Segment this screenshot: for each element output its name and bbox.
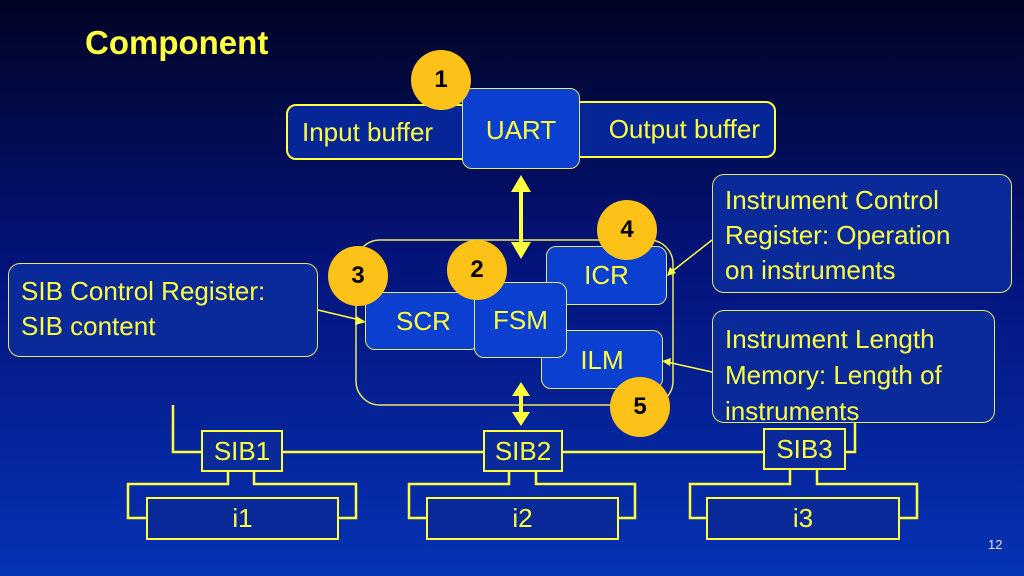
sib3-block: SIB3	[763, 428, 846, 470]
scr-block: SCR	[365, 292, 480, 350]
note-line: Instrument Length	[725, 324, 935, 354]
sib-control-note: SIB Control Register: SIB content	[8, 263, 318, 357]
note-line: Instrument Control	[725, 185, 939, 215]
sib2-label: SIB2	[494, 435, 552, 466]
output-buffer-block: Output buffer	[572, 101, 776, 158]
instrument-i3: i3	[706, 497, 900, 540]
note-line: instruments	[725, 396, 860, 426]
sib3-label: SIB3	[776, 433, 833, 464]
instrument-length-note: Instrument Length Memory: Length of inst…	[712, 310, 995, 426]
i3-label: i3	[792, 503, 814, 533]
marker-3: 3	[328, 246, 388, 306]
marker-5: 5	[610, 377, 670, 437]
instrument-i1: i1	[146, 497, 339, 540]
marker-1: 1	[411, 50, 471, 110]
note-line: Register: Operation	[725, 220, 951, 250]
output-buffer-label: Output buffer	[608, 114, 760, 144]
sib1-block: SIB1	[201, 430, 283, 472]
sib2-block: SIB2	[483, 430, 563, 472]
input-buffer-block: Input buffer	[286, 104, 471, 160]
note-line: Memory: Length of	[725, 360, 942, 390]
uart-label: UART	[485, 115, 557, 145]
scan-in-line	[171, 405, 201, 454]
i1-label: i1	[232, 503, 253, 533]
input-buffer-label: Input buffer	[302, 116, 434, 147]
icr-label: ICR	[584, 260, 629, 290]
sib1-label: SIB1	[213, 435, 271, 466]
scr-label: SCR	[396, 305, 451, 336]
i2-label: i2	[512, 503, 533, 533]
page-title: Component	[85, 24, 269, 61]
marker-4: 4	[597, 200, 657, 260]
fsm-label: FSM	[493, 305, 548, 335]
uart-block: UART	[462, 88, 580, 169]
note-line: SIB content	[21, 311, 156, 341]
instrument-i2: i2	[426, 497, 619, 540]
note-line: on instruments	[725, 255, 896, 285]
marker-2: 2	[447, 240, 507, 300]
instrument-control-note: Instrument Control Register: Operation o…	[712, 174, 1012, 293]
ilm-label: ILM	[580, 345, 624, 375]
note-line: SIB Control Register:	[21, 276, 266, 306]
page-number: 12	[988, 537, 1003, 552]
